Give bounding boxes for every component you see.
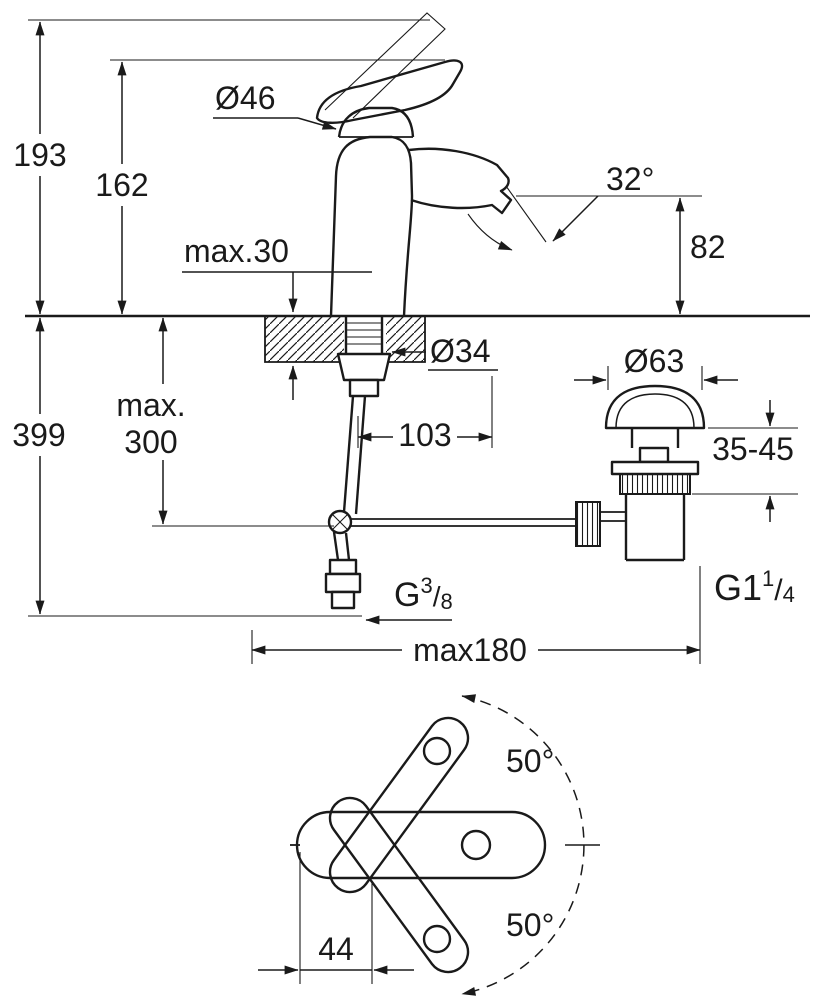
dim-label-44: 44 bbox=[318, 931, 354, 967]
dim-label-max30: max.30 bbox=[184, 233, 289, 269]
dim-label-dia46: Ø46 bbox=[215, 80, 275, 116]
dim-spout-angle-32: 32° bbox=[516, 161, 702, 242]
handle-lever bbox=[315, 59, 464, 124]
pop-up-rod bbox=[327, 509, 575, 535]
counter-section bbox=[25, 314, 810, 363]
dim-below-deck-399: 399 bbox=[11, 317, 362, 617]
mounting-shank bbox=[336, 316, 392, 398]
waste-dome bbox=[604, 384, 706, 430]
dim-hole-diameter-34: Ø34 bbox=[391, 333, 498, 371]
waste-thread-label: G11/4 bbox=[714, 566, 795, 608]
mounting-nut bbox=[336, 352, 392, 382]
top-view-body bbox=[290, 810, 547, 880]
dim-label-103: 103 bbox=[398, 417, 451, 453]
top-view-aerator bbox=[460, 829, 492, 861]
waste-thread-base: G1 bbox=[714, 567, 762, 608]
dim-label-35-45: 35-45 bbox=[712, 431, 794, 467]
dim-label-dia34: Ø34 bbox=[430, 333, 490, 369]
dimension-layer: 193 162 max.30 Ø46 32° 82 bbox=[11, 19, 798, 671]
waste-lever-adjuster bbox=[575, 501, 626, 547]
dim-label-32deg: 32° bbox=[606, 161, 654, 197]
inlet-thread-slash: / bbox=[433, 581, 441, 612]
side-view-faucet bbox=[315, 12, 547, 317]
dim-label-dia63: Ø63 bbox=[624, 343, 684, 379]
inlet-thread-denominator: 8 bbox=[440, 589, 452, 614]
inlet-thread-base: G bbox=[394, 576, 420, 614]
dim-spout-height-82: 82 bbox=[675, 197, 726, 315]
dim-swing-down-50: 50° bbox=[506, 907, 554, 943]
waste-thread-band bbox=[619, 473, 691, 495]
dim-handle-diameter-46: Ø46 bbox=[213, 80, 337, 130]
waste-flange bbox=[610, 460, 700, 476]
dim-label-162: 162 bbox=[95, 167, 148, 203]
dim-inlet-thread-g38: G3/8 bbox=[365, 573, 453, 625]
dim-max-spread-180: max180 bbox=[251, 566, 701, 671]
handle-raised-outline bbox=[324, 12, 446, 119]
handle-dome bbox=[337, 106, 415, 138]
dim-hose-max-300: max. 300 bbox=[108, 317, 334, 527]
supply-hose bbox=[324, 395, 367, 610]
dim-label-max: max. bbox=[116, 387, 185, 423]
dim-label-82: 82 bbox=[690, 229, 726, 265]
dim-waste-diameter-63: Ø63 bbox=[574, 343, 738, 390]
dim-waste-thread-g114: G11/4 bbox=[714, 566, 795, 608]
dim-handle-offset-44: 44 bbox=[258, 852, 414, 984]
dim-deck-thickness-max30: max.30 bbox=[182, 233, 372, 400]
dim-deck-range-35-45: 35-45 bbox=[692, 400, 798, 522]
under-counter-parts bbox=[324, 316, 575, 610]
faucet-body bbox=[329, 135, 414, 317]
deck-hatch-right bbox=[386, 316, 425, 362]
dim-body-height-162: 162 bbox=[93, 59, 445, 315]
dim-label-max180: max180 bbox=[413, 632, 527, 668]
dim-total-height-193: 193 bbox=[11, 19, 430, 315]
top-view-lever-up-position bbox=[328, 716, 470, 894]
inlet-thread-label: G3/8 bbox=[394, 573, 453, 614]
inlet-thread-numerator: 3 bbox=[420, 573, 432, 598]
waste-thread-slash: / bbox=[774, 574, 783, 607]
dim-swing-up-50: 50° bbox=[506, 743, 554, 779]
waste-assembly bbox=[575, 384, 706, 562]
deck-hatch-left bbox=[265, 316, 344, 362]
dim-label-50-up: 50° bbox=[506, 743, 554, 779]
dim-label-50-down: 50° bbox=[506, 907, 554, 943]
dim-label-193: 193 bbox=[13, 137, 66, 173]
swing-arc bbox=[461, 694, 600, 996]
faucet-spout bbox=[408, 147, 547, 251]
waste-thread-denominator: 4 bbox=[783, 582, 795, 607]
dim-label-300: 300 bbox=[124, 424, 177, 460]
top-view-faucet: 50° 50° 44 bbox=[258, 694, 600, 996]
waste-thread-numerator: 1 bbox=[762, 566, 774, 591]
inlet-connector-nut bbox=[324, 572, 362, 594]
dim-label-399: 399 bbox=[12, 417, 65, 453]
hose-adapter bbox=[348, 378, 380, 398]
dim-offset-103: 103 bbox=[357, 376, 493, 456]
